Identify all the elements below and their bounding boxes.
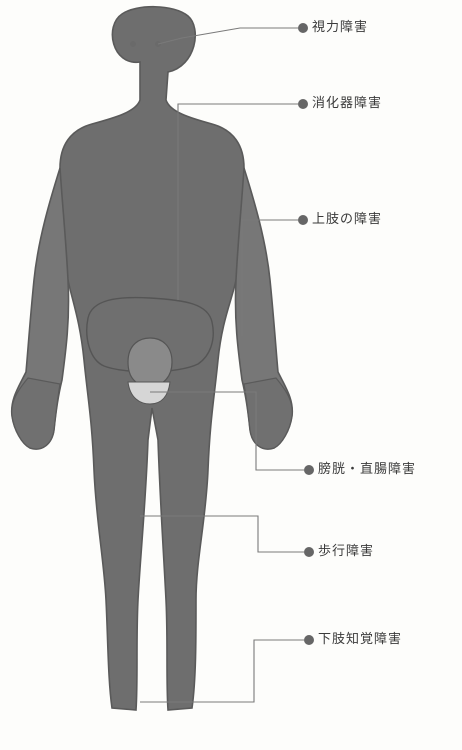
label-bladder-rectum: 膀胱・直腸障害 [318, 462, 416, 478]
dot-digestive [298, 99, 308, 109]
dot-lower-limb-sensory [304, 635, 314, 645]
dot-gait [304, 547, 314, 557]
leader-lower-limb-sensory [140, 640, 304, 702]
label-digestive: 消化器障害 [312, 96, 382, 112]
bladder-organ [128, 338, 172, 386]
label-lower-limb-sensory: 下肢知覚障害 [318, 632, 402, 648]
label-upper-limb: 上肢の障害 [312, 212, 382, 228]
dot-bladder-rectum [304, 465, 314, 475]
label-vision: 視力障害 [312, 20, 368, 36]
dot-upper-limb [298, 215, 308, 225]
left-eye [130, 41, 136, 47]
dot-vision [298, 23, 308, 33]
label-gait: 歩行障害 [318, 544, 374, 560]
